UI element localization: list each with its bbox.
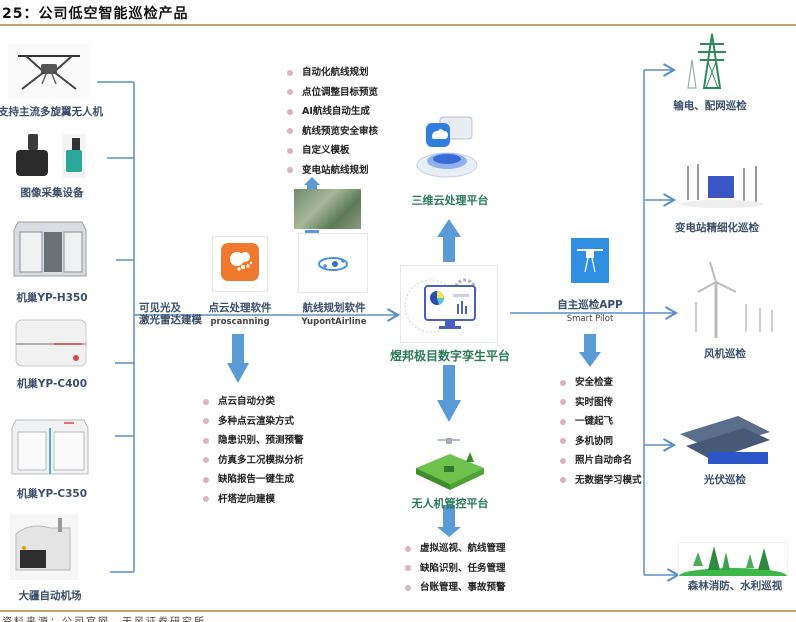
- list-item: 缺陷报告一键生成: [203, 470, 304, 490]
- cloud3d-platform-name: 三维云处理平台: [411, 194, 489, 207]
- forest-icon: [677, 541, 789, 584]
- bottom-divider: [0, 610, 796, 612]
- twin-platform-card[interactable]: [400, 265, 498, 343]
- solar-panel-icon: [680, 416, 770, 464]
- smart-pilot-en: Smart Pilot: [566, 314, 614, 324]
- wind-turbine-image: [686, 261, 782, 340]
- list-item: 多种点云渲染方式: [203, 412, 304, 432]
- hardware-label-dock: 大疆自动机场: [18, 590, 82, 602]
- dji-dock-image: [10, 514, 78, 580]
- aerial-route-preview-image: [294, 189, 361, 229]
- gimbal-camera-icon: [16, 134, 86, 178]
- drone-nest-icon: [15, 319, 87, 367]
- dock-icon: [10, 514, 78, 580]
- control-feature-list: 虚拟巡视、航线管理 缺陷识别、任务管理 台账管理、事故预警: [405, 539, 506, 598]
- route-software-name: 航线规划软件: [302, 302, 366, 314]
- nest-h350-image: [10, 214, 90, 284]
- list-item: 台账管理、事故预警: [405, 578, 506, 598]
- point-cloud-app-icon: [221, 243, 259, 281]
- list-item: 无数据学习模式: [560, 471, 642, 491]
- route-planning-app-icon: [318, 257, 348, 271]
- list-item: 安全检查: [560, 373, 642, 393]
- route-feature-list: 自动化航线规划 点位调整目标预览 AI航线自动生成 航线预览安全审核 自定义模板…: [287, 63, 378, 180]
- list-item: 杆塔逆向建模: [203, 490, 304, 510]
- hardware-label-c350: 机巢YP-C350: [16, 488, 88, 500]
- substation-icon: [680, 164, 764, 208]
- application-label-solar: 光伏巡检: [704, 474, 746, 486]
- smart-pilot-app-card[interactable]: [571, 238, 609, 283]
- list-item: 自定义模板: [287, 141, 378, 161]
- drone-app-icon: [571, 238, 609, 283]
- drone-nest-icon: [13, 221, 87, 277]
- drone-image: [8, 44, 90, 99]
- pointcloud-feature-list: 点云自动分类 多种点云渲染方式 隐患识别、预测预警 仿真多工况模拟分析 缺陷报告…: [203, 392, 304, 509]
- list-item: 多机协同: [560, 432, 642, 452]
- app-feature-list: 安全检查 实时图传 一键起飞 多机协同 照片自动命名 无数据学习模式: [560, 373, 642, 490]
- modeling-label-line1: 可见光及: [139, 302, 181, 314]
- list-item: 航线预览安全审核: [287, 122, 378, 142]
- pointcloud-software-name: 点云处理软件: [208, 302, 272, 314]
- pointcloud-software-en: proscanning: [210, 317, 270, 327]
- list-item: 照片自动命名: [560, 451, 642, 471]
- hardware-label-camera: 图像采集设备: [20, 187, 84, 199]
- route-software-en: YupontAirline: [301, 317, 367, 327]
- hardware-bracket: [97, 81, 135, 573]
- control-platform-image: [412, 432, 486, 492]
- forest-image: [677, 541, 789, 584]
- application-label-forest: 森林消防、水利巡视: [687, 580, 783, 592]
- wind-turbine-icon: [695, 261, 773, 338]
- modeling-label: 可见光及 激光雷达建模: [139, 302, 202, 326]
- source-note: 资料来源：公司官网，天风证券研究所: [2, 613, 206, 622]
- twin-platform-name: 煜邦极目数字孪生平台: [389, 349, 510, 363]
- list-item: 点云自动分类: [203, 392, 304, 412]
- solar-image: [678, 414, 772, 466]
- list-item: 点位调整目标预览: [287, 83, 378, 103]
- pointcloud-app-card[interactable]: [212, 236, 268, 292]
- camera-image: [12, 130, 90, 180]
- application-label-wind: 风机巡检: [704, 348, 746, 360]
- list-item: 一键起飞: [560, 412, 642, 432]
- list-item: 缺陷识别、任务管理: [405, 559, 506, 579]
- cloud-server-icon: [416, 116, 478, 178]
- smart-pilot-name: 自主巡检APP: [557, 299, 623, 311]
- hardware-label-h350: 机巢YP-H350: [16, 292, 88, 304]
- top-divider: [0, 24, 796, 26]
- route-app-card[interactable]: [298, 233, 368, 293]
- hardware-label-drone: 支持主流多旋翼无人机: [0, 106, 103, 118]
- figure-title: 25：公司低空智能巡检产品: [2, 6, 189, 22]
- list-item: 变电站航线规划: [287, 161, 378, 181]
- power-tower-image: [682, 32, 738, 90]
- list-item: 仿真多工况模拟分析: [203, 451, 304, 471]
- hardware-label-c400: 机巢YP-C400: [16, 378, 88, 390]
- dashboard-monitor-icon: [404, 278, 477, 333]
- control-platform-name: 无人机管控平台: [411, 497, 489, 510]
- cloud3d-platform-image: [412, 103, 482, 183]
- quadcopter-drone-icon: [8, 44, 90, 99]
- substation-image: [674, 160, 770, 210]
- list-item: 实时图传: [560, 393, 642, 413]
- application-label-substation: 变电站精细化巡检: [675, 222, 759, 234]
- list-item: 隐患识别、预测预警: [203, 431, 304, 451]
- list-item: AI航线自动生成: [287, 102, 378, 122]
- modeling-label-line2: 激光雷达建模: [139, 314, 202, 326]
- drone-field-icon: [416, 438, 484, 490]
- nest-c350-image: [10, 410, 90, 480]
- drone-nest-icon: [11, 419, 89, 475]
- application-label-power: 输电、配网巡检: [673, 100, 747, 112]
- power-tower-icon: [687, 33, 726, 89]
- list-item: 虚拟巡视、航线管理: [405, 539, 506, 559]
- block-arrows: [227, 177, 601, 537]
- list-item: 自动化航线规划: [287, 63, 378, 83]
- nest-c400-image: [10, 314, 90, 372]
